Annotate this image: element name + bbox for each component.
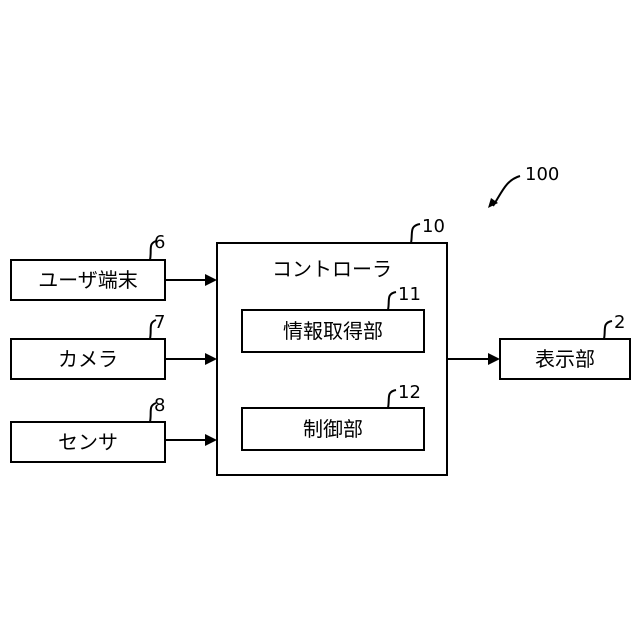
camera-label: カメラ — [58, 347, 118, 371]
input-block-sensor: センサ 8 — [11, 395, 217, 462]
display-arrowhead — [488, 353, 500, 365]
sensor-ref: 8 — [154, 395, 165, 416]
sensor-label: センサ — [58, 430, 118, 454]
control-unit-ref: 12 — [398, 382, 421, 403]
controller-label: コントローラ — [272, 257, 392, 281]
control-unit-label: 制御部 — [303, 417, 363, 441]
info-acquisition-label: 情報取得部 — [283, 319, 383, 343]
system-ref-number: 100 — [525, 164, 559, 185]
output-block-display: 表示部 2 — [447, 312, 630, 379]
display-leader — [604, 321, 612, 339]
user-terminal-arrowhead — [205, 274, 217, 286]
input-block-user-terminal: ユーザ端末 6 — [11, 232, 217, 300]
display-ref: 2 — [614, 312, 625, 333]
system-reference: 100 — [488, 164, 559, 208]
input-block-camera: カメラ 7 — [11, 312, 217, 379]
info-acquisition-ref: 11 — [398, 284, 421, 305]
camera-arrowhead — [205, 353, 217, 365]
user-terminal-ref: 6 — [154, 232, 165, 253]
camera-ref: 7 — [154, 312, 165, 333]
controller-block: コントローラ 10 情報取得部 11 制御部 12 — [217, 216, 447, 475]
sensor-arrowhead — [205, 434, 217, 446]
controller-ref: 10 — [422, 216, 445, 237]
user-terminal-label: ユーザ端末 — [38, 268, 138, 292]
controller-leader — [411, 224, 420, 243]
display-label: 表示部 — [535, 347, 595, 371]
